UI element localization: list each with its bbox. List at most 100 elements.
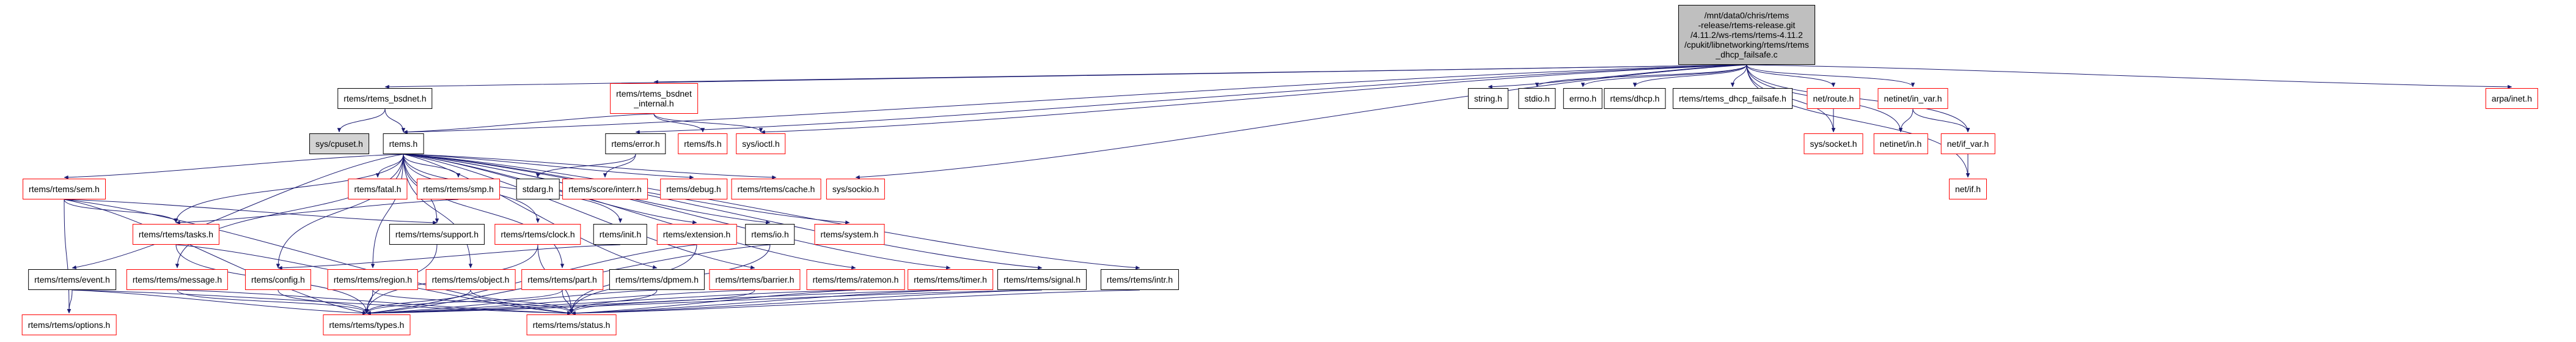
edge-barrier-types — [366, 289, 755, 315]
edge-timer-types — [366, 289, 951, 316]
edge-root-dhcp_failsafe — [1730, 64, 1747, 87]
edge-rtems_h-signal — [403, 154, 1043, 270]
edge-message-types — [177, 289, 369, 314]
edge-in_var-if_var — [1912, 108, 1970, 133]
graph-node-fs[interactable]: rtems/fs.h — [678, 133, 728, 154]
graph-node-message[interactable]: rtems/rtems/message.h — [126, 269, 229, 290]
edge-rtems_h-config — [276, 154, 404, 269]
edge-root-string — [1488, 64, 1747, 89]
graph-node-ratemon[interactable]: rtems/rtems/ratemon.h — [806, 269, 905, 290]
edge-bsdnet_internal-fs — [653, 113, 705, 133]
edge-root-stdio — [1535, 64, 1747, 87]
graph-node-ioctl[interactable]: sys/ioctl.h — [736, 133, 786, 154]
graph-node-tasks[interactable]: rtems/rtems/tasks.h — [132, 224, 220, 245]
graph-node-route[interactable]: net/route.h — [1807, 88, 1860, 109]
graph-node-system[interactable]: rtems/system.h — [814, 224, 885, 245]
graph-node-fatal[interactable]: rtems/fatal.h — [348, 179, 408, 199]
graph-node-signal[interactable]: rtems/rtems/signal.h — [997, 269, 1087, 290]
graph-node-errno: errno.h — [1563, 88, 1603, 109]
edge-root-ioctl — [760, 64, 1747, 134]
edge-ratemon-status — [571, 289, 856, 315]
edge-event-status — [72, 289, 572, 316]
graph-node-options[interactable]: rtems/rtems/options.h — [21, 314, 117, 335]
edge-bsdnet_internal-ioctl — [653, 113, 763, 133]
edge-rtems_h-intr — [403, 154, 1140, 270]
edge-rtems_h-init — [403, 154, 623, 223]
edge-root-route — [1746, 64, 1836, 87]
edge-rtems_h-event — [72, 154, 404, 269]
edge-rtems_h-timer — [403, 154, 951, 270]
graph-node-object[interactable]: rtems/rtems/object.h — [425, 269, 516, 290]
graph-node-arpa_inet[interactable]: arpa/inet.h — [2485, 88, 2539, 109]
edge-sem-options — [64, 199, 72, 314]
edge-intr-status — [571, 289, 1140, 316]
graph-node-dpmem[interactable]: rtems/rtems/dpmem.h — [609, 269, 705, 290]
graph-node-types[interactable]: rtems/rtems/types.h — [323, 314, 411, 335]
edge-sem-support — [64, 199, 438, 225]
graph-node-string: string.h — [1468, 88, 1508, 109]
graph-node-in_var[interactable]: netinet/in_var.h — [1877, 88, 1948, 109]
graph-node-config[interactable]: rtems/config.h — [245, 269, 311, 290]
graph-node-rtems_h[interactable]: rtems.h — [383, 133, 424, 154]
edge-root-dhcp — [1632, 64, 1747, 87]
edge-bsdnet-rtems_h — [384, 108, 406, 133]
edge-rtems_h-cache — [403, 154, 777, 179]
edge-dpmem-types — [366, 289, 658, 315]
graph-node-sem[interactable]: rtems/rtems/sem.h — [23, 179, 106, 199]
graph-node-intr[interactable]: rtems/rtems/intr.h — [1100, 269, 1180, 290]
edge-sem-types — [64, 199, 367, 314]
graph-node-socket[interactable]: sys/socket.h — [1804, 133, 1863, 154]
edge-root-rtems_h — [403, 64, 1747, 135]
graph-node-cache[interactable]: rtems/rtems/cache.h — [731, 179, 821, 199]
graph-node-status[interactable]: rtems/rtems/status.h — [526, 314, 617, 335]
graph-node-extension[interactable]: rtems/extension.h — [656, 224, 737, 245]
edge-object-status — [470, 289, 574, 314]
graph-node-region[interactable]: rtems/rtems/region.h — [327, 269, 419, 290]
edge-object-types — [364, 289, 471, 314]
graph-node-error[interactable]: rtems/error.h — [605, 133, 666, 154]
edge-bsdnet_internal-rtems_h — [403, 113, 655, 134]
edge-rtems_h-object — [403, 154, 473, 269]
graph-node-if_h[interactable]: net/if.h — [1948, 179, 1987, 199]
edge-sem-status — [64, 199, 572, 315]
graph-node-timer[interactable]: rtems/rtems/timer.h — [908, 269, 993, 290]
graph-node-bsdnet[interactable]: rtems/rtems_bsdnet.h — [337, 88, 433, 109]
graph-node-debug[interactable]: rtems/debug.h — [660, 179, 727, 199]
graph-node-barrier[interactable]: rtems/rtems/barrier.h — [709, 269, 801, 290]
edge-root-errno — [1580, 64, 1747, 87]
edge-timer-status — [571, 289, 951, 315]
graph-node-support[interactable]: rtems/rtems/support.h — [389, 224, 485, 245]
graph-node-smp[interactable]: rtems/rtems/smp.h — [417, 179, 500, 199]
edge-root-in_var — [1746, 64, 1915, 87]
edge-rtems_h-part — [403, 154, 565, 269]
graph-node-bsdnet_internal[interactable]: rtems/rtems_bsdnet _internal.h — [610, 83, 698, 114]
graph-node-sockio[interactable]: sys/sockio.h — [826, 179, 886, 199]
graph-node-in_h[interactable]: netinet/in.h — [1873, 133, 1928, 154]
graph-node-dhcp[interactable]: rtems/dhcp.h — [1604, 88, 1666, 109]
graph-node-init[interactable]: rtems/init.h — [593, 224, 648, 245]
edge-rtems_h-region — [370, 154, 404, 269]
edge-in_var-in_h — [1898, 108, 1914, 133]
edge-region-status — [372, 289, 574, 314]
edge-smp-tasks — [175, 199, 459, 225]
graph-node-if_var[interactable]: net/if_var.h — [1940, 133, 1995, 154]
edge-rtems_h-message — [175, 154, 404, 269]
edge-message-status — [177, 289, 572, 315]
edge-rtems_h-smp — [403, 154, 461, 178]
edge-init-config — [277, 244, 621, 270]
graph-node-dhcp_failsafe[interactable]: rtems/rtems_dhcp_failsafe.h — [1673, 88, 1793, 109]
graph-node-io[interactable]: rtems/io.h — [745, 224, 795, 245]
graph-node-stdio: stdio.h — [1518, 88, 1556, 109]
edge-event-options — [67, 289, 73, 314]
graph-node-cpuset: sys/cpuset.h — [309, 133, 369, 154]
edge-signal-types — [366, 289, 1043, 316]
graph-node-interr[interactable]: rtems/score/interr.h — [562, 179, 648, 199]
graph-node-event[interactable]: rtems/rtems/event.h — [28, 269, 116, 290]
graph-node-part[interactable]: rtems/rtems/part.h — [521, 269, 603, 290]
edge-root-sockio — [855, 64, 1747, 179]
edge-rtems_h-debug — [403, 154, 694, 179]
edge-part-types — [364, 289, 563, 314]
graph-node-clock[interactable]: rtems/rtems/clock.h — [494, 224, 581, 245]
